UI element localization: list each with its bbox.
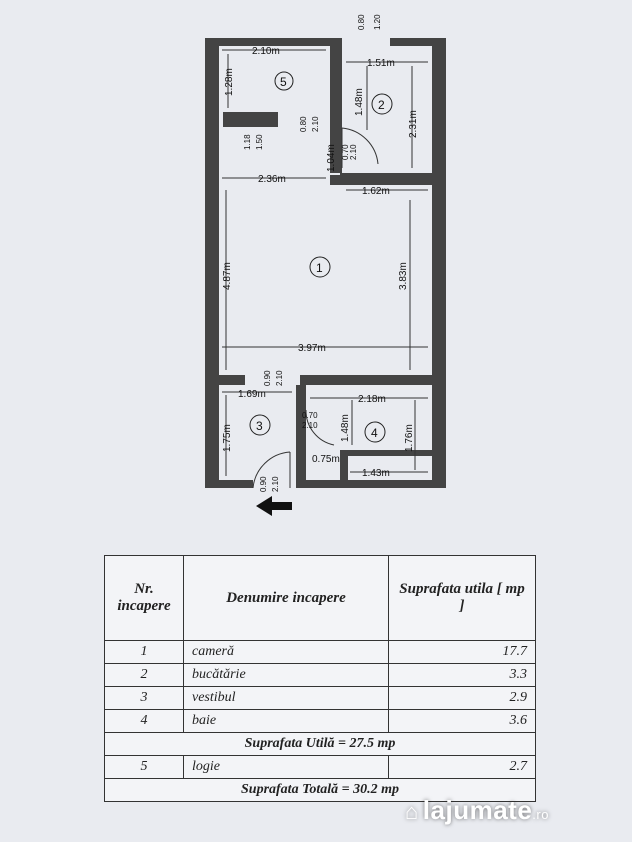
room-1-number: 1 <box>316 261 323 275</box>
header-area: Suprafata utila [ mp ] <box>388 555 536 641</box>
row-area: 17.7 <box>388 640 536 664</box>
row-name: vestibul <box>183 686 389 710</box>
logo-tld: .ro <box>532 807 549 822</box>
row-nr: 1 <box>104 640 184 664</box>
row-nr: 4 <box>104 709 184 733</box>
dimension-lines <box>222 49 428 476</box>
header-nr: Nr. incapere <box>104 555 184 641</box>
table-header-row: Nr. incapere Denumire incapere Suprafata… <box>104 555 536 641</box>
dim-176: 1.76m <box>404 424 415 452</box>
dim-075: 0.75m <box>312 454 340 465</box>
door-top-a: 0.80 <box>357 14 366 30</box>
entry-b: 2.10 <box>271 476 280 492</box>
wall-118: 1.18 <box>243 134 252 150</box>
room-3-number: 3 <box>256 419 263 433</box>
row-nr: 2 <box>104 663 184 687</box>
useful-total-row: Suprafata Utilă = 27.5 mp <box>104 732 536 756</box>
row-area: 3.3 <box>388 663 536 687</box>
entry-arrow <box>256 496 292 516</box>
dim-151: 1.51m <box>367 58 395 69</box>
row-nr: 5 <box>104 755 184 779</box>
dim-143: 1.43m <box>362 468 390 479</box>
row-name: baie <box>183 709 389 733</box>
door-4-a: 0.70 <box>302 411 318 420</box>
room-area-table: Nr. incapere Denumire incapere Suprafata… <box>104 555 536 802</box>
door-5-a: 0.80 <box>299 116 308 132</box>
grand-total-row: Suprafata Totală = 30.2 mp <box>104 778 536 802</box>
dim-148-bot: 1.48m <box>340 414 351 442</box>
entry-a: 0.90 <box>259 476 268 492</box>
grand-total: Suprafata Totală = 30.2 mp <box>104 778 536 802</box>
dim-383: 3.83m <box>398 262 409 290</box>
table-row: 2 bucătărie 3.3 <box>104 663 536 687</box>
walls <box>205 38 446 488</box>
row-area: 2.9 <box>388 686 536 710</box>
dim-397: 3.97m <box>298 343 326 354</box>
dim-487: 4.87m <box>222 262 233 290</box>
dim-169: 1.69m <box>238 389 266 400</box>
watermark-logo: ⌂lajumate.ro <box>405 795 549 826</box>
floor-plan: 5 2 1 3 4 2.10m 1.51m 2.36m 1.62m 3.97m … <box>205 14 446 516</box>
door-4-b: 2.10 <box>302 421 318 430</box>
table-row: 1 cameră 17.7 <box>104 640 536 664</box>
dim-236: 2.36m <box>258 174 286 185</box>
table-row: 3 vestibul 2.9 <box>104 686 536 710</box>
door-top-b: 1.20 <box>373 14 382 30</box>
door-2-b: 2.10 <box>349 144 358 160</box>
useful-total: Suprafata Utilă = 27.5 mp <box>104 732 536 756</box>
logo-brand: lajumate <box>422 795 533 825</box>
door-1-b: 2.10 <box>275 370 284 386</box>
dim-218: 2.18m <box>358 394 386 405</box>
table-row: 4 baie 3.6 <box>104 709 536 733</box>
header-name: Denumire incapere <box>183 555 389 641</box>
row-nr: 3 <box>104 686 184 710</box>
row-area: 2.7 <box>388 755 536 779</box>
door-1-a: 0.90 <box>263 370 272 386</box>
dim-231: 2.31m <box>408 110 419 138</box>
table-row: 5 logie 2.7 <box>104 755 536 779</box>
row-name: cameră <box>183 640 389 664</box>
door-2-a: 0.70 <box>341 144 350 160</box>
logo-icon: ⌂ <box>405 799 419 824</box>
dim-175: 1.75m <box>222 424 233 452</box>
room-4-number: 4 <box>371 426 378 440</box>
row-name: bucătărie <box>183 663 389 687</box>
dim-210-top: 2.10m <box>252 46 280 57</box>
row-area: 3.6 <box>388 709 536 733</box>
door-swings <box>252 127 379 489</box>
dim-128: 1.28m <box>224 68 235 96</box>
row-name: logie <box>183 755 389 779</box>
dim-148-top: 1.48m <box>354 88 365 116</box>
dim-104: 1.04m <box>326 144 337 172</box>
door-5-b: 2.10 <box>311 116 320 132</box>
room-5-number: 5 <box>280 75 287 89</box>
room-2-number: 2 <box>378 98 385 112</box>
dim-162: 1.62m <box>362 186 390 197</box>
wall-150: 1.50 <box>255 134 264 150</box>
